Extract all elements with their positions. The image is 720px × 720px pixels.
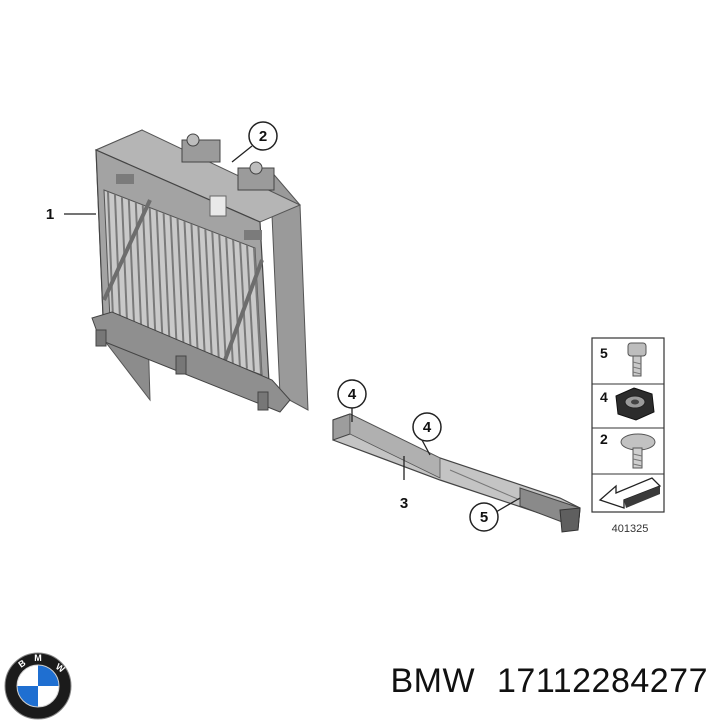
callouts: 1 2 4 4 3 5 [46,121,499,532]
radiator-fin [120,197,129,324]
radiator-fin [141,205,150,332]
radiator-fin [183,221,192,348]
nut-icon [615,387,655,421]
svg-text:B: B [16,657,27,669]
radiator-fin [253,247,262,375]
radiator-fin [211,231,220,359]
callout-2-circle [248,121,278,151]
radiator-fin [134,202,143,329]
callout-4b: 4 [423,419,432,436]
radiator-fin [148,207,157,335]
radiator-illustration [91,129,309,413]
legend-number-bolt: 5 [600,345,608,361]
part-caption: BMW 17112284277 [390,662,708,701]
callout-5-circle [469,502,499,532]
callout-4a-circle [337,379,367,409]
bmw-logo: B M W [4,652,72,720]
callout-1: 1 [46,206,54,223]
legend-number-nut: 4 [600,389,608,405]
callout-5: 5 [480,509,488,526]
radiator-fin [127,199,136,327]
callout-4b-circle [412,412,442,442]
svg-text:M: M [34,653,42,663]
radiator-fin [218,234,227,361]
diagram-id: 401325 [612,523,649,535]
radiator-fin [176,218,185,345]
fastener-legend: 5 4 2 401325 [591,337,665,535]
screw-icon [620,433,656,469]
radiator-fin [190,223,199,351]
air-duct-illustration [332,413,581,533]
radiator-fin [204,229,213,356]
radiator-fin [113,194,122,321]
part-number: 17112284277 [497,662,708,700]
leader-lines [64,145,521,513]
radiator-fin [162,213,171,340]
radiator-fin [169,215,178,343]
legend-number-screw: 2 [600,431,608,447]
callout-3: 3 [400,495,408,512]
arrow-icon [598,477,662,509]
callout-4a: 4 [348,386,357,403]
callout-2: 2 [259,128,267,145]
radiator-fin [246,245,255,372]
radiator-fin [107,191,114,319]
brand-name: BMW [390,662,476,700]
radiator-fin [155,210,164,337]
radiator-fin [197,226,206,353]
bolt-icon [627,342,647,377]
radiator-fin [232,239,241,367]
